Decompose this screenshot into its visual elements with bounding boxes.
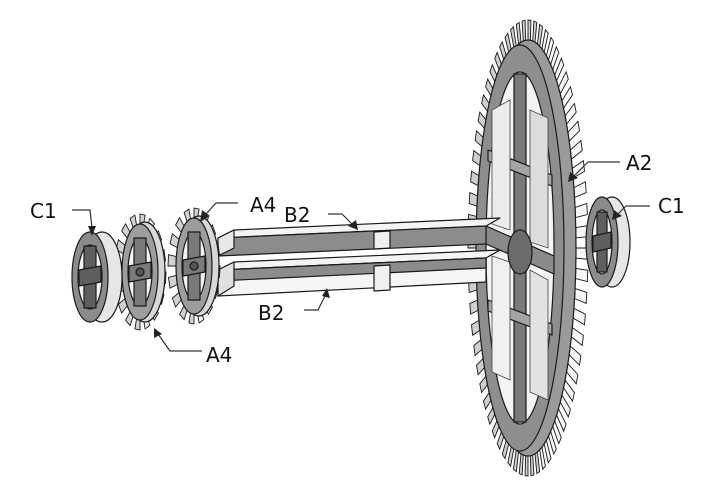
gear-tooth (167, 254, 177, 267)
gear-tooth (574, 202, 588, 219)
large-gear-hub (507, 229, 533, 275)
gear-tooth (574, 287, 588, 305)
gear-tooth (545, 36, 555, 62)
gear-tooth (524, 455, 529, 477)
gear-tooth (541, 28, 549, 54)
shaft-upper (217, 217, 501, 257)
part-labels: C1 A4 B2 B2 A4 A2 C1 (30, 151, 685, 367)
gear-tooth (521, 19, 527, 42)
gear-tooth (566, 362, 579, 385)
shaft-lower (217, 249, 501, 297)
gear-tooth (567, 120, 580, 143)
gear-tooth (534, 451, 541, 475)
gear-tooth (512, 448, 520, 473)
label-a4-top: A4 (250, 193, 276, 217)
gear-tooth (572, 307, 586, 326)
gear-tooth (564, 102, 577, 126)
label-a2: A2 (626, 151, 652, 175)
collar-c1-left (71, 231, 123, 323)
small-gear-a4-inner (167, 207, 221, 325)
gear-tooth (532, 20, 538, 44)
leader-lines (72, 161, 650, 352)
gear-tooth (569, 139, 583, 160)
gear-tooth (570, 326, 584, 347)
gear-tooth (573, 181, 587, 199)
collar-c1-right (585, 196, 631, 288)
gear-tooth (543, 439, 552, 464)
label-b2-bottom: B2 (258, 301, 284, 325)
gear-tooth (518, 452, 524, 476)
gear-tooth (529, 454, 535, 477)
gear-tooth (563, 378, 575, 403)
shaft-pair-b2 (217, 217, 501, 297)
gear-tooth (568, 345, 582, 367)
gear-tooth (536, 23, 544, 48)
label-a4-bottom: A4 (206, 343, 232, 367)
label-c1-right: C1 (658, 194, 685, 218)
label-b2-top: B2 (284, 203, 310, 227)
gear-tooth (527, 19, 532, 41)
label-c1-left: C1 (30, 199, 57, 223)
gear-tooth (515, 21, 522, 45)
large-gear-a2 (467, 19, 589, 477)
gear-tooth (539, 445, 546, 471)
gear-tooth (575, 267, 589, 283)
